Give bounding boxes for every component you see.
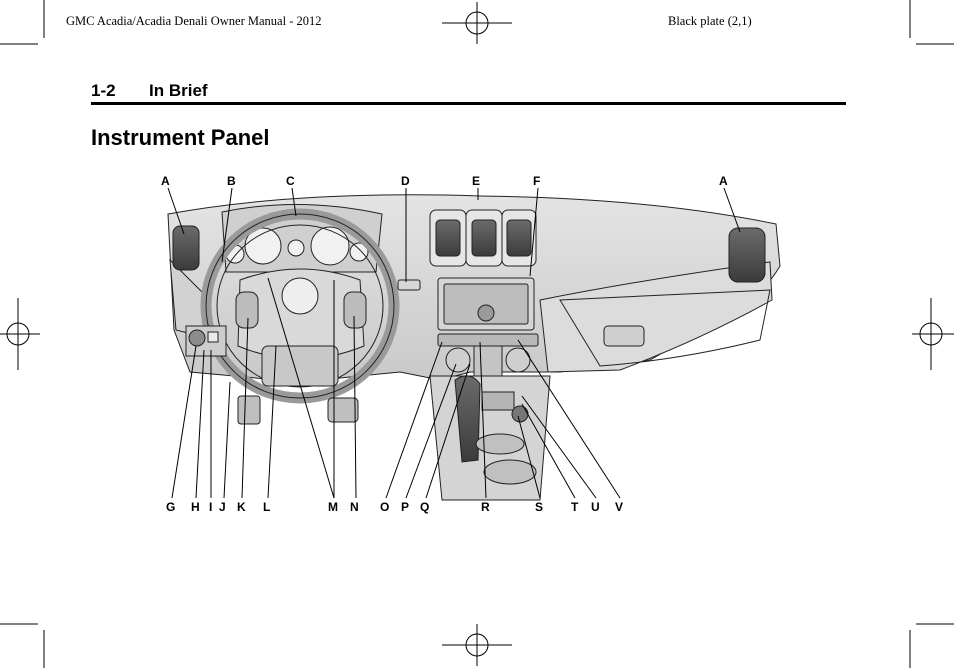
callout-r: R <box>481 500 490 514</box>
callout-q: Q <box>420 500 429 514</box>
header-rule <box>91 102 846 105</box>
running-head-left: GMC Acadia/Acadia Denali Owner Manual - … <box>66 14 322 28</box>
section-title: In Brief <box>149 81 208 100</box>
callout-t: T <box>571 500 579 514</box>
registration-mark-top <box>442 2 512 44</box>
callout-b: B <box>227 174 236 188</box>
callout-l: L <box>263 500 270 514</box>
callout-e: E <box>472 174 480 188</box>
callout-v: V <box>615 500 623 514</box>
callout-labels-bottom: G H I J K L M N O P Q R S T U V <box>166 500 623 514</box>
registration-mark-left <box>0 298 40 370</box>
callout-a-right: A <box>719 174 728 188</box>
callout-i: I <box>209 500 212 514</box>
callout-n: N <box>350 500 359 514</box>
callout-a-left: A <box>161 174 170 188</box>
callout-d: D <box>401 174 410 188</box>
registration-mark-bottom <box>442 624 512 666</box>
callout-c: C <box>286 174 295 188</box>
callout-o: O <box>380 500 389 514</box>
instrument-panel-illustration: A B C D E F A G H I J K L M N O P Q R S … <box>161 174 781 514</box>
callout-j: J <box>219 500 226 514</box>
callout-p: P <box>401 500 409 514</box>
callout-f: F <box>533 174 540 188</box>
registration-mark-right <box>912 298 954 370</box>
callout-s: S <box>535 500 543 514</box>
running-head-right: Black plate (2,1) <box>668 14 752 28</box>
page-title: Instrument Panel <box>91 125 270 150</box>
section-header: 1-2 In Brief <box>91 81 846 103</box>
callout-h: H <box>191 500 200 514</box>
callout-k: K <box>237 500 246 514</box>
callout-labels-top: A B C D E F A <box>161 174 728 188</box>
section-number: 1-2 <box>91 81 116 100</box>
callout-u: U <box>591 500 600 514</box>
callout-g: G <box>166 500 175 514</box>
callout-m: M <box>328 500 338 514</box>
